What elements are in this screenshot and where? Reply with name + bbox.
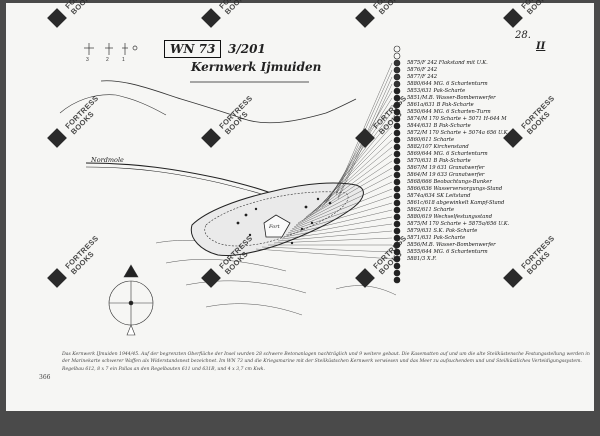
legend-markers — [393, 45, 401, 284]
legend-item: 5851/M.B. Wasser-Bombenwerfer — [407, 95, 496, 101]
legend-item: 5860/611 Scharte — [407, 137, 455, 143]
title-box: WN 73 — [164, 40, 222, 58]
legend-item: 5855/644 MG. 6 Schartenturm — [407, 249, 488, 255]
legend-item: 5874/M 170 Scharte + 5071 H-644 M — [407, 116, 507, 122]
legend-item: 5862/611 Scharte — [407, 207, 455, 213]
legend-item: 5879/631 S.K. Pak-Scharte — [407, 228, 478, 234]
legend-item: 5868/666 Beobachtungs-Bunker — [407, 179, 492, 185]
legend-item: 5870/631 B Pak-Scharte — [407, 158, 471, 164]
title-number: 3/201 — [228, 42, 266, 56]
legend-item: 5850/644 MG. 6 Scharten-Turm — [407, 109, 491, 115]
legend-item: 5864/M 19 633 Granatwerfer — [407, 172, 485, 178]
book-page: WN 73 3/201 Kernwerk Ijmuiden 28. II Nor… — [6, 0, 594, 411]
legend-item: 5874a/634 SK Leitstand — [407, 193, 471, 199]
legend-item: 5861c/618 abgewinkelt Kampf-Stand — [407, 200, 505, 206]
label-nordmole: Nordmole — [91, 156, 124, 164]
scale-key-icon — [84, 43, 138, 55]
legend-item: 5875/F 242 Flakstand mit U.K. — [407, 60, 488, 66]
corner-number: 28. — [515, 30, 531, 41]
legend-item: 5844/631 B Pak-Scharte — [407, 123, 471, 129]
legend-item: 5881/3 X.F. — [407, 256, 437, 262]
legend-item: 5875/M 170 Scharte + 5875a/656 U.K. — [407, 221, 510, 227]
legend-item: 5882/107 Kirchenstand — [407, 144, 469, 150]
legend-item: 5876/F 242 — [407, 67, 438, 73]
legend-item: 5853/631 Pak-Schartе — [407, 88, 466, 94]
legend-item: 5880/644 MG. 6 Schartenturm — [407, 81, 488, 87]
legend-item: 5872/M 170 Scharte + 5074a 656 U.K. — [407, 130, 510, 136]
title-code: WN 73 — [170, 42, 216, 56]
legend-item: 5871/631 Pak-Scharte — [407, 235, 466, 241]
compass-icon — [108, 264, 154, 336]
site-plan-drawing — [59, 43, 401, 336]
legend-item: 5861a/631 B Pak-Scharte — [407, 102, 474, 108]
legend-item: 5856/M.B. Wasser-Bombenwerfer — [407, 242, 496, 248]
scale-label-2: 2 — [106, 57, 109, 63]
corner-mark: II — [536, 41, 546, 52]
legend-item: 5880/619 Wechselfestungsstand — [407, 214, 493, 220]
scale-label-3: 1 — [122, 57, 125, 63]
legend-item: 5867/M 19 631 Granatwerfer — [407, 165, 485, 171]
legend-item: 5877/F 242 — [407, 74, 438, 80]
scale-label-1: 3 — [86, 57, 89, 63]
legend-item: 5866/636 Wasserversorgungs-Stand — [407, 186, 503, 192]
page-number: 366 — [39, 374, 51, 381]
legend-item: 5869/644 MG. 6 Schartenturm — [407, 151, 488, 157]
figure-caption: Das Kernwerk IJmuiden 1944/45. Auf der b… — [62, 352, 590, 372]
page-subtitle: Kernwerk Ijmuiden — [191, 60, 322, 74]
label-fort: Fort — [269, 224, 280, 230]
